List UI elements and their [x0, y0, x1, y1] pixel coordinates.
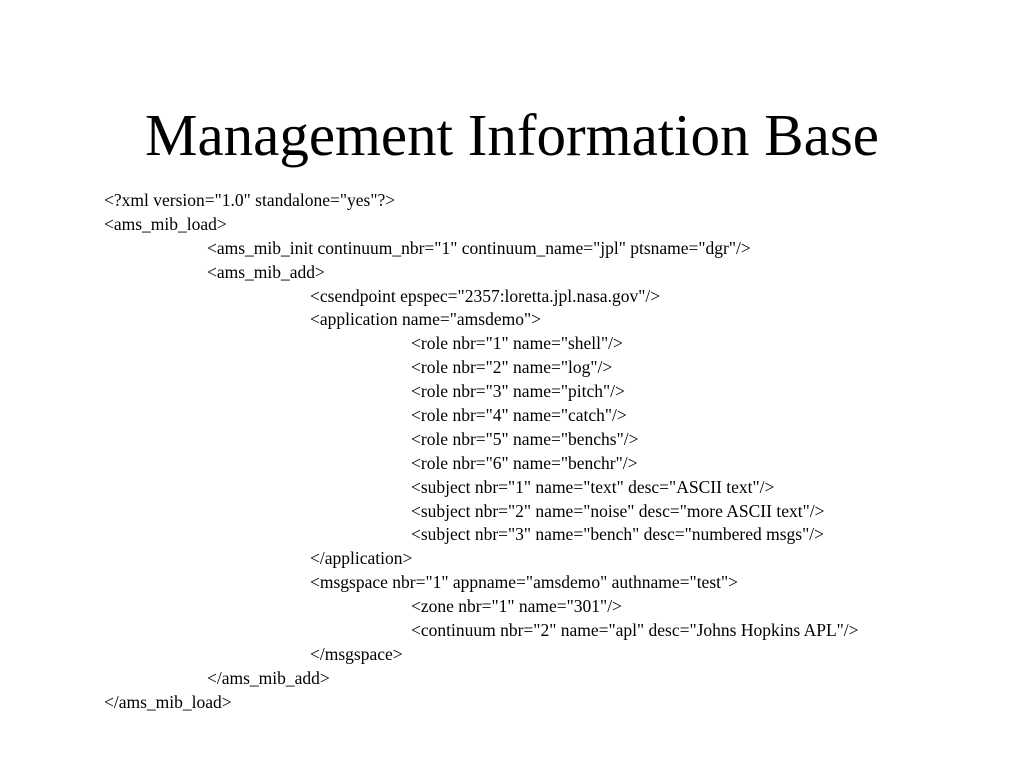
slide-title: Management Information Base	[145, 102, 879, 168]
code-line: <role nbr="5" name="benchs"/>	[411, 428, 639, 449]
code-line: <continuum nbr="2" name="apl" desc="John…	[411, 620, 859, 641]
code-line: </ams_mib_load>	[104, 691, 232, 712]
code-line: <application name="amsdemo">	[310, 309, 541, 330]
code-line: <ams_mib_add>	[207, 261, 325, 282]
code-line: </application>	[310, 548, 413, 569]
code-line: <msgspace nbr="1" appname="amsdemo" auth…	[310, 572, 739, 593]
code-line: <subject nbr="2" name="noise" desc="more…	[411, 500, 825, 521]
code-line: <role nbr="6" name="benchr"/>	[411, 452, 638, 473]
code-line: </msgspace>	[310, 643, 403, 664]
code-line: <?xml version="1.0" standalone="yes"?>	[104, 190, 396, 210]
code-line: <ams_mib_load>	[104, 213, 227, 234]
code-line: <zone nbr="1" name="301"/>	[411, 596, 622, 617]
code-line: <role nbr="1" name="shell"/>	[411, 333, 623, 354]
code-line: <role nbr="2" name="log"/>	[411, 357, 613, 378]
code-line: <subject nbr="1" name="text" desc="ASCII…	[411, 476, 775, 497]
code-line: <role nbr="4" name="catch"/>	[411, 405, 627, 426]
code-line: <csendpoint epspec="2357:loretta.jpl.nas…	[310, 285, 661, 306]
code-line: <ams_mib_init continuum_nbr="1" continuu…	[207, 237, 751, 258]
code-line: <role nbr="3" name="pitch"/>	[411, 381, 625, 402]
code-line: </ams_mib_add>	[207, 667, 330, 688]
xml-code-listing: <?xml version="1.0" standalone="yes"?> <…	[104, 189, 859, 715]
code-line: <subject nbr="3" name="bench" desc="numb…	[411, 524, 824, 545]
